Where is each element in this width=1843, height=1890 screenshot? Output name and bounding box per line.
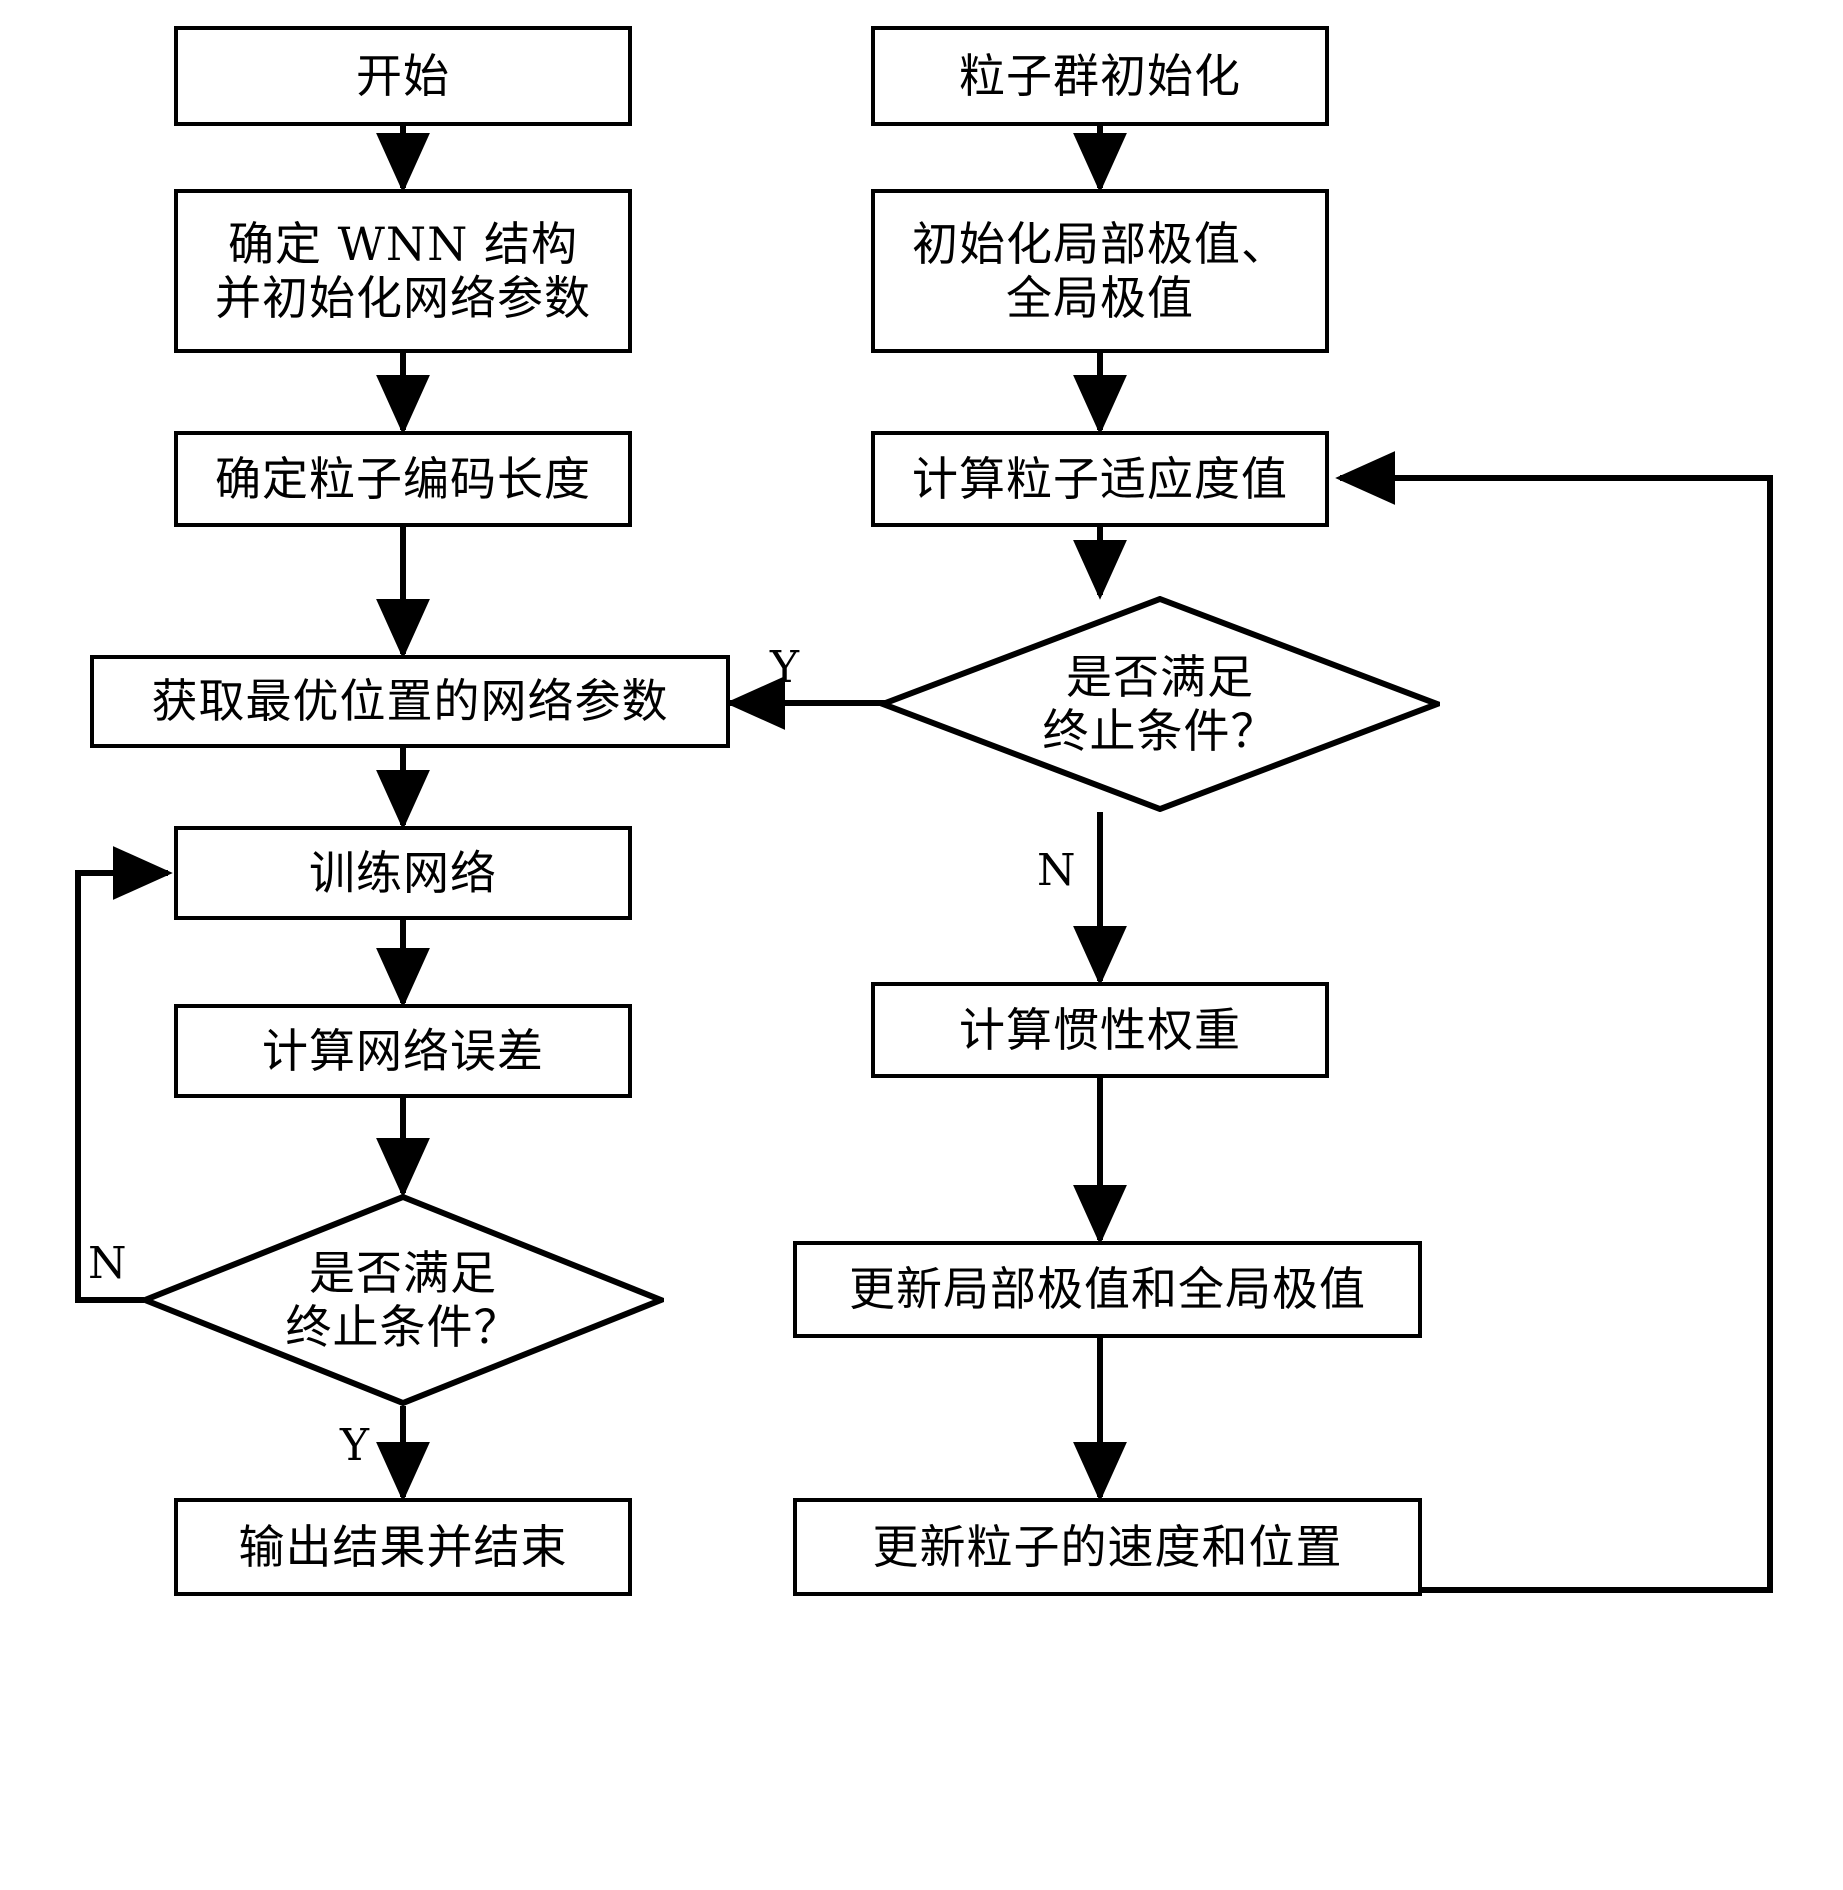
- node-get-best-position-params[interactable]: 获取最优位置的网络参数: [90, 655, 730, 748]
- node-pso-initialization-label: 粒子群初始化: [959, 48, 1241, 103]
- edge-label-right-no: N: [1037, 845, 1076, 896]
- node-update-local-global-extrema-label: 更新局部极值和全局极值: [849, 1262, 1366, 1317]
- node-train-network-label: 训练网络: [309, 845, 497, 900]
- node-check-termination-right[interactable]: 是否满足 终止条件？: [880, 596, 1440, 812]
- node-output-result-and-end[interactable]: 输出结果并结束: [174, 1498, 632, 1596]
- node-calculate-particle-fitness[interactable]: 计算粒子适应度值: [871, 431, 1329, 527]
- node-get-best-position-params-label: 获取最优位置的网络参数: [151, 674, 669, 729]
- node-init-local-global-extrema[interactable]: 初始化局部极值、 全局极值: [871, 189, 1329, 353]
- node-start[interactable]: 开始: [174, 26, 632, 126]
- node-update-velocity-position[interactable]: 更新粒子的速度和位置: [793, 1498, 1422, 1596]
- node-determine-wnn-structure-label: 确定 WNN 结构 并初始化网络参数: [215, 216, 591, 325]
- node-calculate-inertia-weight[interactable]: 计算惯性权重: [871, 982, 1329, 1078]
- node-train-network[interactable]: 训练网络: [174, 826, 632, 920]
- node-calculate-inertia-weight-label: 计算惯性权重: [959, 1002, 1241, 1057]
- node-determine-particle-code-length[interactable]: 确定粒子编码长度: [174, 431, 632, 527]
- edge-label-left-yes: Y: [340, 1420, 370, 1471]
- node-check-termination-left[interactable]: 是否满足 终止条件？: [142, 1194, 664, 1406]
- node-determine-wnn-structure[interactable]: 确定 WNN 结构 并初始化网络参数: [174, 189, 632, 353]
- node-determine-particle-code-length-label: 确定粒子编码长度: [215, 451, 591, 506]
- edge-label-left-no: N: [88, 1238, 127, 1289]
- node-check-termination-right-label: 是否满足 终止条件？: [1042, 649, 1278, 758]
- node-pso-initialization[interactable]: 粒子群初始化: [871, 26, 1329, 126]
- node-init-local-global-extrema-label: 初始化局部极值、 全局极值: [912, 216, 1288, 325]
- diamond-shape-left: [142, 1194, 664, 1406]
- node-start-label: 开始: [356, 48, 450, 103]
- node-update-local-global-extrema[interactable]: 更新局部极值和全局极值: [793, 1241, 1422, 1338]
- node-update-velocity-position-label: 更新粒子的速度和位置: [872, 1519, 1343, 1574]
- node-check-termination-left-label: 是否满足 终止条件？: [285, 1245, 521, 1354]
- node-calculate-particle-fitness-label: 计算粒子适应度值: [912, 451, 1288, 506]
- node-output-result-and-end-label: 输出结果并结束: [238, 1519, 568, 1574]
- node-calculate-network-error-label: 计算网络误差: [262, 1023, 544, 1078]
- node-calculate-network-error[interactable]: 计算网络误差: [174, 1004, 632, 1098]
- edge-label-right-yes: Y: [770, 642, 800, 693]
